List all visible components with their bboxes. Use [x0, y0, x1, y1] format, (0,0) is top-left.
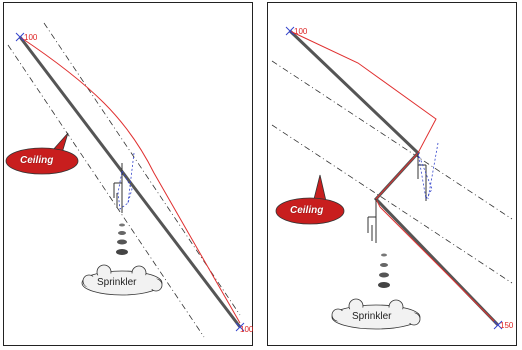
sprinkler-cloud-bubble [81, 264, 163, 296]
upper-sprinkler-marker [417, 142, 439, 201]
start-point-marker [285, 26, 295, 36]
diagram-panel-right: Ceiling Sprinkler 100 150 [267, 2, 517, 346]
start-point-label: 100 [24, 33, 38, 42]
diagram-panel-left: Ceiling Sprinkler 100 100 [3, 2, 253, 346]
red-path-line [19, 36, 241, 324]
spray-drops [378, 253, 390, 288]
end-point-label: 100 [240, 325, 254, 334]
ceiling-diagram-left [5, 22, 245, 338]
ceiling-diagram-right [271, 26, 513, 330]
end-point-label: 150 [500, 321, 514, 330]
sprinkler-label: Sprinkler [352, 311, 392, 322]
sprinkler-marker [113, 152, 135, 213]
offset-line-upper [271, 60, 513, 220]
offset-line-lower [271, 124, 513, 284]
end-point-marker [235, 322, 245, 332]
sprinkler-cloud-bubble [331, 298, 421, 330]
end-point-marker [493, 320, 503, 330]
start-point-label: 100 [294, 27, 308, 36]
ceiling-callout-bubble [275, 174, 345, 225]
sprinkler-label: Sprinkler [97, 277, 137, 288]
ceiling-label: Ceiling [290, 205, 324, 216]
ceiling-line [18, 36, 242, 328]
start-point-marker [15, 32, 25, 42]
ceiling-line [288, 29, 500, 327]
ceiling-label: Ceiling [20, 155, 54, 166]
lower-sprinkler-marker [367, 199, 377, 243]
ceiling-callout-bubble [5, 132, 79, 175]
spray-drops [116, 223, 128, 255]
